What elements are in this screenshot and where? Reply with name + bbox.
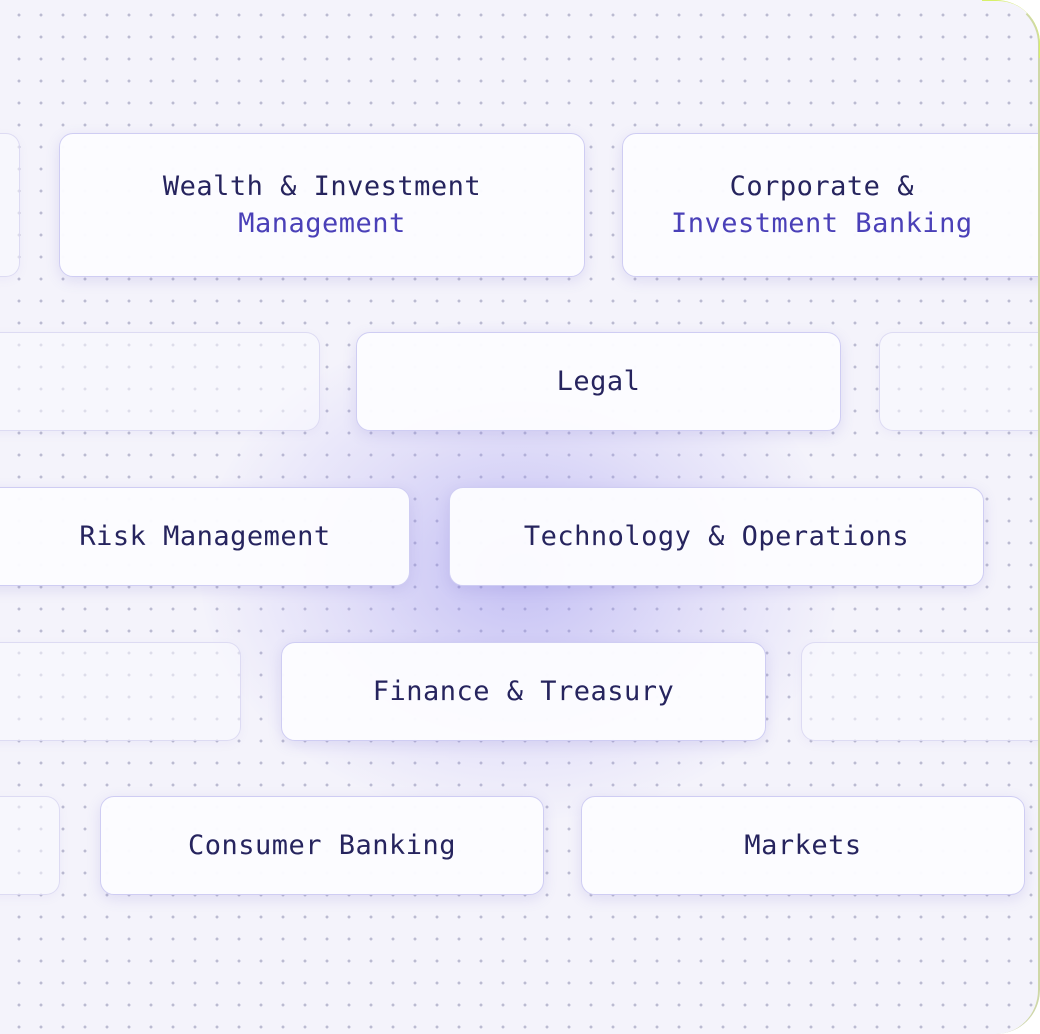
category-label: Markets [744, 830, 862, 861]
category-label-line1: Corporate & [729, 171, 914, 202]
category-card-markets[interactable]: Markets [581, 796, 1025, 895]
category-label-line2: Management [238, 208, 406, 239]
category-card-consumer-banking[interactable]: Consumer Banking [100, 796, 544, 895]
category-label-line1: Wealth & Investment [162, 171, 482, 202]
ghost-card [0, 332, 320, 431]
ghost-card [879, 332, 1040, 431]
ghost-card [0, 796, 60, 895]
category-label: Consumer Banking [187, 830, 457, 861]
category-card-risk-management[interactable]: Risk Management [0, 487, 410, 586]
category-label: Finance & Treasury [372, 676, 675, 707]
category-card-corporate-investment-banking[interactable]: Corporate & Investment Banking [622, 133, 1040, 277]
category-label: Legal [556, 366, 641, 397]
category-card-technology-operations[interactable]: Technology & Operations [449, 487, 984, 586]
ghost-card [0, 133, 20, 277]
category-card-finance-treasury[interactable]: Finance & Treasury [281, 642, 766, 741]
category-label-line2: Investment Banking [671, 208, 973, 239]
ghost-card [0, 642, 241, 741]
category-label: Risk Management [79, 521, 331, 552]
ghost-card [801, 642, 1040, 741]
category-card-legal[interactable]: Legal [356, 332, 841, 431]
category-label: Technology & Operations [523, 521, 910, 552]
category-card-wealth-investment-management[interactable]: Wealth & Investment Management [59, 133, 585, 277]
